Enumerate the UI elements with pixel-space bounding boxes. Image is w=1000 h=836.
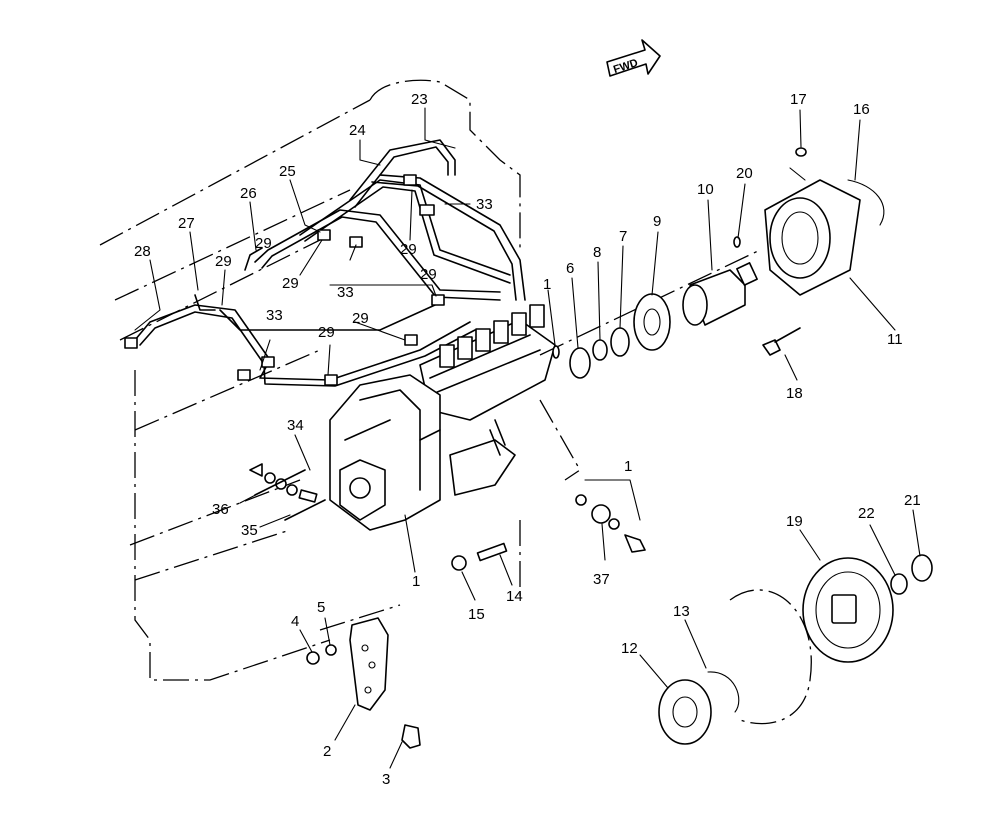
callout-29: 29	[215, 253, 232, 270]
callout-29: 29	[318, 324, 335, 341]
part-callouts: 23 24 25 26 27 28 29 29 29 29 29 29 29 3…	[134, 91, 921, 788]
o-ring-17	[795, 147, 807, 157]
pipe-clamp	[403, 174, 417, 186]
callout-25: 25	[279, 163, 296, 180]
pipe-clamp	[124, 337, 138, 349]
injection-pump-body	[329, 304, 556, 531]
washer-22	[890, 573, 908, 595]
callout-9: 9	[653, 213, 661, 230]
bearing-12	[658, 679, 712, 745]
callout-10: 10	[697, 181, 714, 198]
bolt	[624, 534, 646, 553]
pipe-clamp	[237, 369, 251, 381]
leader-lines	[134, 107, 921, 769]
callout-20: 20	[736, 165, 753, 182]
mounting-plate	[306, 617, 421, 749]
pipe-clamp	[431, 294, 445, 306]
callout-29: 29	[282, 275, 299, 292]
callout-15: 15	[468, 606, 485, 623]
ring-7	[610, 327, 630, 357]
pump-support-bracket	[449, 439, 516, 496]
stud-14	[476, 542, 508, 562]
washer	[575, 494, 587, 506]
callout-7: 7	[619, 228, 627, 245]
nut-21	[911, 554, 933, 582]
callout-23: 23	[411, 91, 428, 108]
bearing-9	[633, 293, 671, 351]
forward-direction-arrow: FWD	[606, 39, 661, 77]
spacer-37	[591, 504, 611, 524]
callout-1: 1	[624, 458, 632, 475]
pipe-clamp	[317, 229, 331, 241]
delivery-valve-holders	[439, 304, 545, 368]
engine-block-outline	[99, 79, 581, 681]
nut-15	[451, 555, 467, 571]
callout-24: 24	[349, 122, 366, 139]
callout-1: 1	[543, 276, 551, 293]
washer	[608, 518, 620, 530]
callout-21: 21	[904, 492, 921, 509]
callout-1: 1	[412, 573, 420, 590]
washer-8	[592, 339, 608, 361]
callout-3: 3	[382, 771, 390, 788]
snap-ring-13	[707, 671, 740, 713]
callout-13: 13	[673, 603, 690, 620]
callout-29: 29	[352, 310, 369, 327]
washer-5	[325, 644, 337, 656]
callout-17: 17	[790, 91, 807, 108]
bolt-18	[762, 339, 781, 356]
key-1	[552, 345, 560, 359]
callout-22: 22	[858, 505, 875, 522]
callout-18: 18	[786, 385, 803, 402]
fuel-injection-pipes	[134, 139, 526, 387]
pump-studs	[451, 494, 646, 571]
o-ring-16	[847, 179, 885, 226]
pipe-clamps	[124, 174, 445, 386]
callout-6: 6	[566, 260, 574, 277]
drive-coupling-parts	[539, 147, 885, 379]
callout-12: 12	[621, 640, 638, 657]
callout-28: 28	[134, 243, 151, 260]
nut-4	[306, 651, 320, 665]
key-20	[733, 236, 741, 248]
callout-2: 2	[323, 743, 331, 760]
callout-8: 8	[593, 244, 601, 261]
pipe-clamp	[349, 236, 363, 248]
callout-33: 33	[476, 196, 493, 213]
callout-16: 16	[853, 101, 870, 118]
callout-36: 36	[212, 501, 229, 518]
timing-gear-assembly	[658, 554, 933, 745]
callout-29: 29	[400, 241, 417, 258]
callout-4: 4	[291, 613, 299, 630]
gear-case-plate	[729, 589, 812, 725]
bolt-3	[401, 724, 421, 749]
callout-33: 33	[337, 284, 354, 301]
callout-29: 29	[420, 266, 437, 283]
callout-14: 14	[506, 588, 523, 605]
callout-29: 29	[255, 235, 272, 252]
pipe-clamp	[419, 204, 435, 216]
nut-6	[569, 347, 591, 379]
callout-35: 35	[241, 522, 258, 539]
callout-26: 26	[240, 185, 257, 202]
pipe-clamp	[404, 334, 418, 346]
banjo-fittings	[249, 463, 326, 521]
callout-19: 19	[786, 513, 803, 530]
callout-27: 27	[178, 215, 195, 232]
callout-37: 37	[593, 571, 610, 588]
pipe-clamp	[324, 374, 338, 386]
callout-34: 34	[287, 417, 304, 434]
callout-5: 5	[317, 599, 325, 616]
callout-11: 11	[887, 331, 903, 348]
pipe-clamp	[261, 356, 275, 368]
callout-33: 33	[266, 307, 283, 324]
